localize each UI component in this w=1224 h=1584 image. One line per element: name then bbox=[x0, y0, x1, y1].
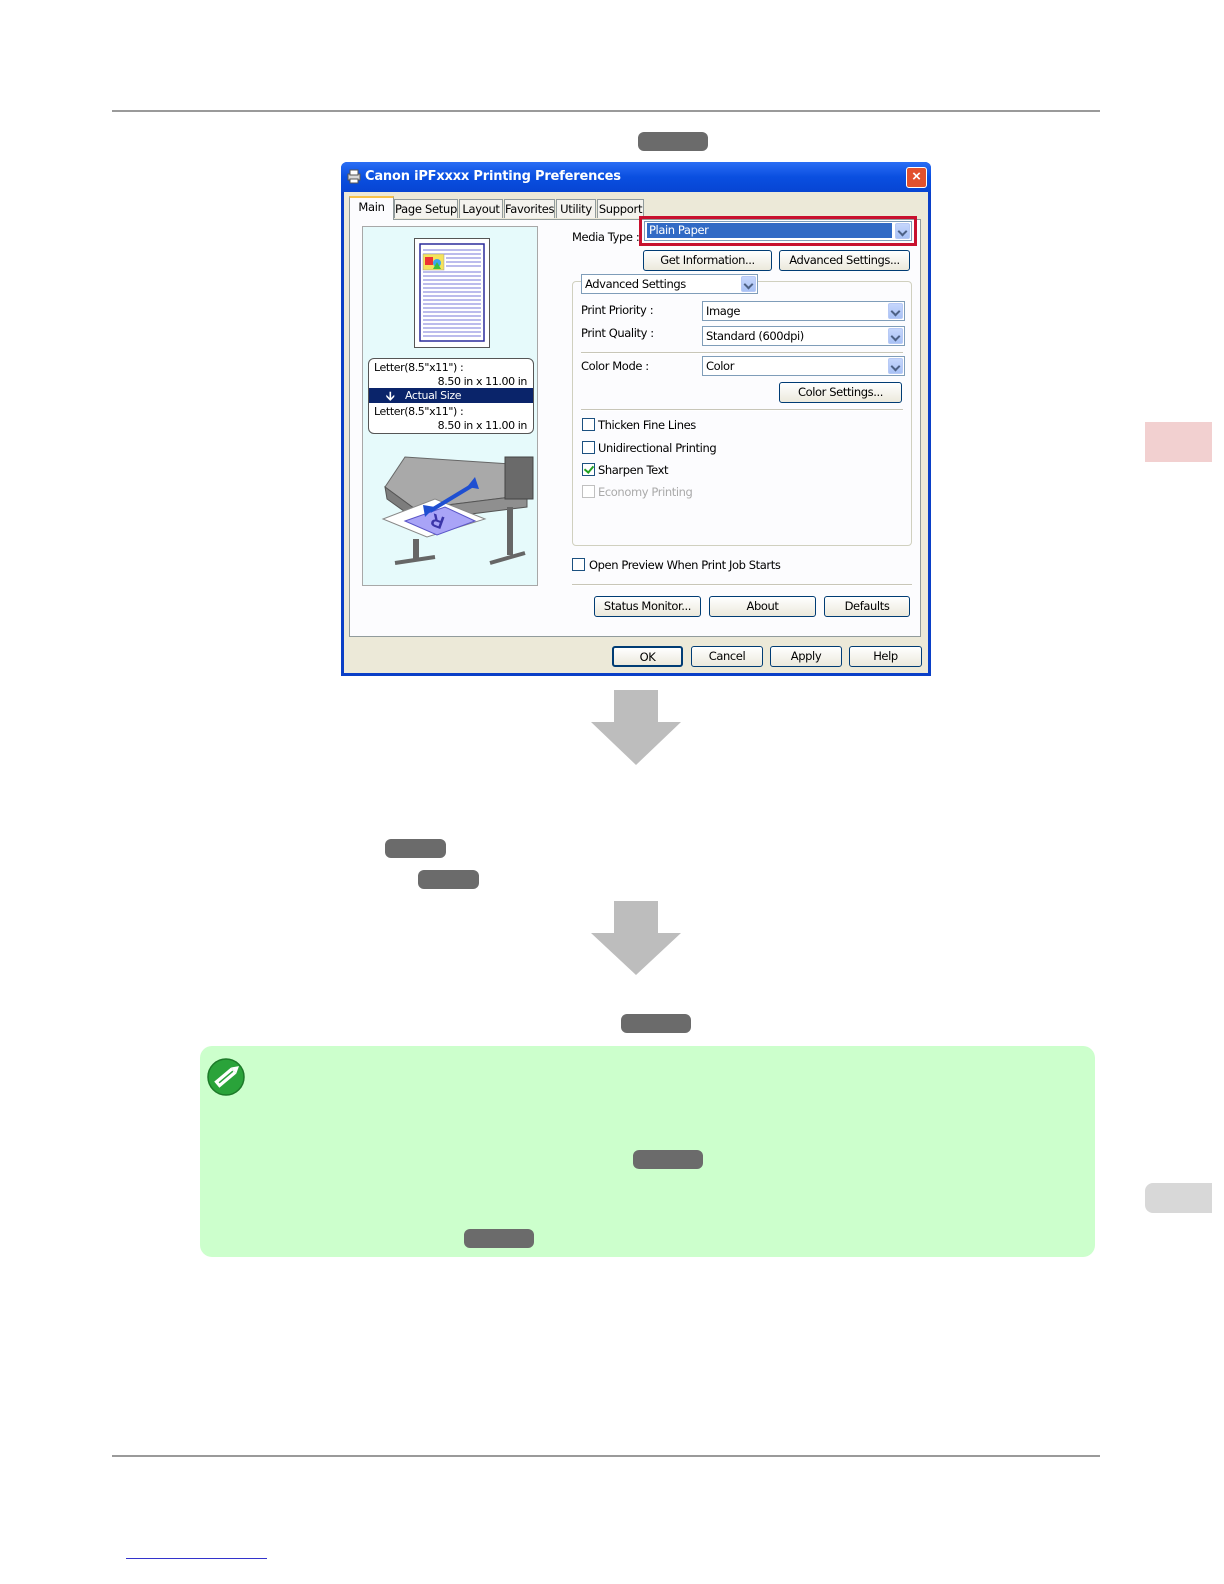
economy-printing-checkbox[interactable] bbox=[582, 485, 595, 498]
checkmark-icon bbox=[583, 463, 595, 474]
print-priority-value: Image bbox=[706, 304, 741, 318]
thicken-fine-lines-checkbox[interactable] bbox=[582, 418, 595, 431]
group-divider bbox=[581, 409, 903, 411]
color-settings-button[interactable]: Color Settings... bbox=[779, 382, 902, 403]
unidirectional-printing-checkbox[interactable] bbox=[582, 441, 595, 454]
cancel-button[interactable]: Cancel bbox=[691, 646, 763, 667]
tab-favorites[interactable]: Favorites bbox=[504, 199, 555, 218]
thicken-fine-lines-label[interactable]: Thicken Fine Lines bbox=[598, 418, 696, 432]
economy-printing-label: Economy Printing bbox=[598, 485, 693, 499]
page-reference-badge[interactable] bbox=[621, 1014, 691, 1033]
dialog-title: Canon iPFxxxx Printing Preferences bbox=[365, 169, 621, 184]
printer-icon bbox=[347, 169, 361, 184]
dialog-title-bar[interactable]: Canon iPFxxxx Printing Preferences × bbox=[341, 162, 931, 192]
unidirectional-printing-label[interactable]: Unidirectional Printing bbox=[598, 441, 717, 455]
original-size-label: Letter(8.5"x11") : bbox=[374, 361, 464, 374]
footer-link[interactable] bbox=[126, 1558, 267, 1559]
page-reference-badge[interactable] bbox=[633, 1150, 703, 1169]
down-arrow-icon bbox=[591, 690, 681, 765]
close-button[interactable]: × bbox=[906, 167, 927, 188]
down-arrow-icon: 🡫 bbox=[386, 389, 395, 403]
section-side-tab[interactable] bbox=[1145, 1183, 1212, 1213]
help-button[interactable]: Help bbox=[849, 646, 922, 667]
main-tab-panel: Letter(8.5"x11") : 8.50 in x 11.00 in 🡫 … bbox=[349, 216, 921, 637]
chevron-down-icon[interactable] bbox=[888, 303, 903, 319]
group-divider bbox=[581, 352, 903, 354]
chevron-down-icon[interactable] bbox=[895, 223, 910, 239]
page-reference-badge[interactable] bbox=[418, 870, 479, 889]
open-preview-label[interactable]: Open Preview When Print Job Starts bbox=[589, 558, 781, 572]
tab-utility[interactable]: Utility bbox=[556, 199, 596, 218]
printing-preferences-dialog: Canon iPFxxxx Printing Preferences × Mai… bbox=[341, 162, 931, 676]
print-quality-select[interactable]: Standard (600dpi) bbox=[702, 326, 905, 346]
page-preview-thumbnail bbox=[414, 238, 490, 348]
advanced-settings-button[interactable]: Advanced Settings... bbox=[779, 250, 910, 271]
defaults-button[interactable]: Defaults bbox=[824, 596, 910, 617]
paper-size-info-box: Letter(8.5"x11") : 8.50 in x 11.00 in 🡫 … bbox=[368, 358, 534, 434]
chevron-down-icon[interactable] bbox=[888, 358, 903, 374]
chevron-down-icon[interactable] bbox=[888, 328, 903, 344]
tab-main[interactable]: Main bbox=[349, 196, 394, 220]
svg-text:R: R bbox=[428, 510, 447, 533]
color-mode-label: Color Mode : bbox=[581, 359, 649, 373]
about-button[interactable]: About bbox=[709, 596, 816, 617]
page-reference-badge[interactable] bbox=[464, 1229, 534, 1248]
tab-support[interactable]: Support bbox=[597, 199, 644, 218]
apply-button[interactable]: Apply bbox=[770, 646, 842, 667]
output-size-label: Letter(8.5"x11") : bbox=[374, 405, 464, 418]
settings-mode-select[interactable]: Advanced Settings bbox=[581, 274, 758, 294]
preview-pane: Letter(8.5"x11") : 8.50 in x 11.00 in 🡫 … bbox=[362, 226, 538, 586]
status-monitor-button[interactable]: Status Monitor... bbox=[594, 596, 701, 617]
close-icon: × bbox=[912, 168, 921, 185]
media-type-select[interactable]: Plain Paper bbox=[644, 221, 912, 241]
dialog-body: Main Page Setup Layout Favorites Utility… bbox=[344, 192, 928, 673]
color-mode-value: Color bbox=[706, 359, 735, 373]
sharpen-text-checkbox[interactable] bbox=[582, 463, 595, 476]
header-rule bbox=[112, 110, 1100, 112]
chapter-side-tab[interactable] bbox=[1145, 422, 1212, 462]
open-preview-checkbox[interactable] bbox=[572, 558, 585, 571]
tab-layout[interactable]: Layout bbox=[459, 199, 503, 218]
print-quality-label: Print Quality : bbox=[581, 326, 654, 340]
original-size-dimensions: 8.50 in x 11.00 in bbox=[437, 375, 528, 388]
note-box bbox=[200, 1046, 1095, 1257]
settings-mode-value: Advanced Settings bbox=[585, 277, 686, 291]
down-arrow-icon bbox=[591, 901, 681, 975]
media-type-label: Media Type : bbox=[572, 230, 640, 244]
print-priority-select[interactable]: Image bbox=[702, 301, 905, 321]
chevron-down-icon[interactable] bbox=[741, 276, 756, 292]
print-quality-value: Standard (600dpi) bbox=[706, 329, 804, 343]
sharpen-text-label[interactable]: Sharpen Text bbox=[598, 463, 669, 477]
print-priority-label: Print Priority : bbox=[581, 303, 654, 317]
pencil-note-icon bbox=[207, 1058, 245, 1096]
media-type-value: Plain Paper bbox=[647, 223, 892, 238]
get-information-button[interactable]: Get Information... bbox=[643, 250, 772, 271]
printer-illustration: R bbox=[381, 456, 534, 565]
media-type-highlight-frame bbox=[639, 216, 917, 246]
color-mode-select[interactable]: Color bbox=[702, 356, 905, 376]
tab-page-setup[interactable]: Page Setup bbox=[394, 199, 458, 218]
ok-button[interactable]: OK bbox=[612, 646, 683, 667]
page-reference-badge[interactable] bbox=[385, 839, 446, 858]
page-reference-badge[interactable] bbox=[638, 132, 708, 151]
scaling-row: 🡫 Actual Size bbox=[369, 388, 533, 403]
output-size-dimensions: 8.50 in x 11.00 in bbox=[437, 419, 528, 432]
bottom-divider bbox=[572, 584, 912, 586]
scaling-label: Actual Size bbox=[405, 389, 462, 402]
footer-rule bbox=[112, 1455, 1100, 1457]
